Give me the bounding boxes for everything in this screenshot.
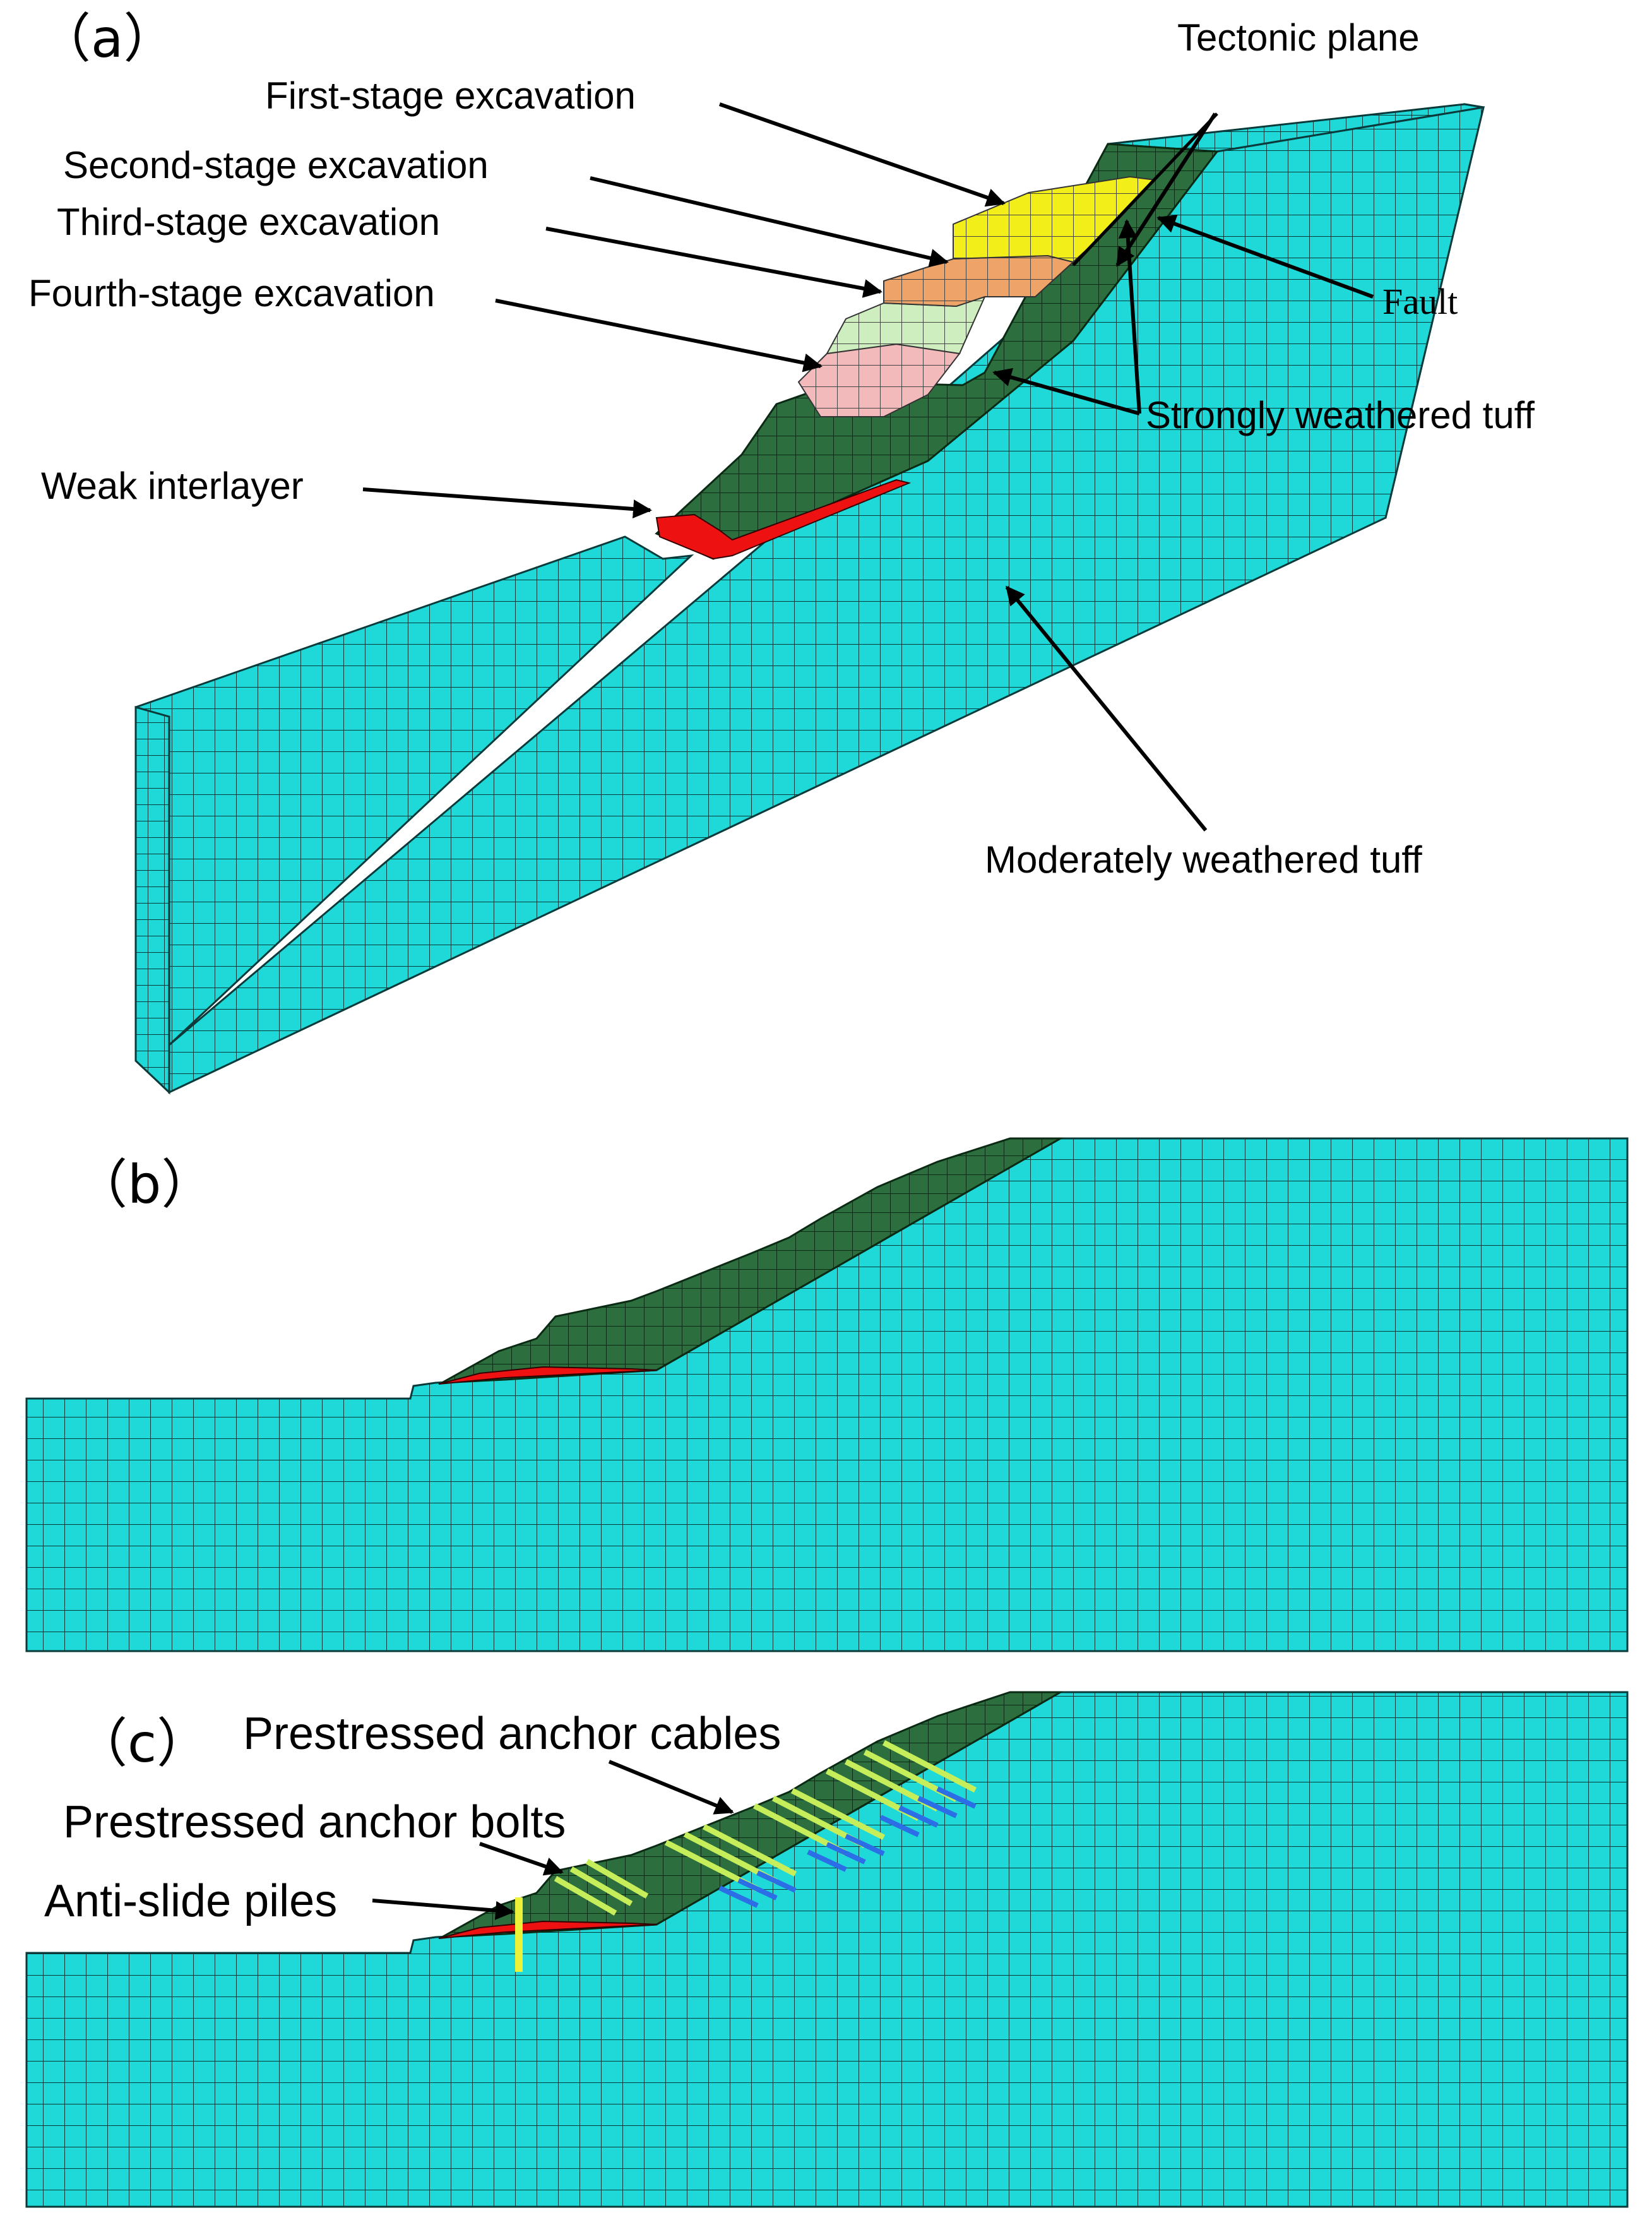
arrow-fourth-stage — [495, 299, 823, 373]
arrow-anti-slide-piles — [372, 1899, 514, 1920]
anchor-ends-group — [718, 1786, 977, 1908]
arrow-strongly-weathered-1 — [1118, 219, 1141, 414]
weak-interlayer-3d — [655, 479, 912, 560]
label-tectonic-plane: Tectonic plane — [1177, 16, 1420, 59]
arrow-second-stage — [590, 176, 949, 268]
panel-c: （c） Prestressed anchor cables Prestresse… — [25, 1691, 1629, 2208]
arrow-fault — [1156, 215, 1374, 299]
anchor-end — [845, 1834, 885, 1856]
anchor-bolt — [585, 1859, 649, 1899]
label-anchor-bolts: Prestressed anchor bolts — [63, 1797, 566, 1847]
anchor-end — [898, 1805, 939, 1828]
anchor-end — [826, 1842, 866, 1865]
moderately-weathered-tuff-3d — [168, 106, 1485, 1094]
label-strongly-weathered-tuff: Strongly weathered tuff — [1146, 394, 1535, 436]
anchor-end — [807, 1849, 847, 1872]
arrow-third-stage — [545, 227, 882, 298]
low-terrain-end-face — [134, 706, 170, 1095]
anchor-bolt — [554, 1876, 617, 1916]
anchor-cable — [882, 1740, 977, 1793]
arrow-tectonic-plane — [1115, 112, 1217, 267]
anchor-end — [737, 1878, 778, 1901]
panel-b-tag: （b） — [74, 1154, 214, 1215]
anchor-bolts-group — [554, 1859, 649, 1916]
weak-interlayer-2d-b — [438, 1366, 657, 1385]
label-anchor-cables: Prestressed anchor cables — [243, 1709, 781, 1759]
panel-b: （b） — [25, 1137, 1629, 1652]
anchor-end — [879, 1815, 920, 1837]
anchor-end — [756, 1870, 797, 1893]
panel-c-tag: （c） — [74, 1712, 210, 1774]
arrow-first-stage — [719, 102, 1006, 207]
weak-interlayer-2d-c — [438, 1920, 657, 1939]
label-weak-interlayer: Weak interlayer — [41, 465, 304, 507]
anchor-end — [936, 1786, 977, 1809]
arrow-weak-interlayer — [362, 487, 652, 519]
label-third-stage-excavation: Third-stage excavation — [57, 201, 440, 243]
arrow-anchor-cables — [608, 1760, 734, 1815]
tectonic-plane-line — [1072, 112, 1218, 266]
panel-a-tag: （a） — [38, 8, 176, 69]
anchor-cable — [790, 1787, 886, 1841]
anchor-bolt — [569, 1866, 633, 1906]
strongly-weathered-tuff-2d-b — [441, 1137, 1064, 1384]
label-anchor-piles: Anti-slide piles — [44, 1876, 337, 1926]
label-fourth-stage-excavation: Fourth-stage excavation — [28, 272, 435, 314]
arrow-strongly-weathered-2 — [992, 367, 1140, 415]
anchor-cable — [702, 1824, 797, 1877]
arrow-anchor-bolts — [479, 1842, 564, 1876]
label-moderately-weathered-tuff: Moderately weathered tuff — [985, 838, 1422, 881]
label-second-stage-excavation: Second-stage excavation — [63, 144, 489, 186]
anti-slide-pile — [515, 1897, 523, 1972]
panel-a: （a） Tectonic plane First-stage excavatio… — [28, 8, 1535, 1095]
anchor-end — [718, 1885, 759, 1908]
anchor-end — [917, 1796, 958, 1818]
label-first-stage-excavation: First-stage excavation — [265, 75, 636, 117]
label-fault: Fault — [1382, 281, 1458, 322]
arrow-moderately-weathered — [1005, 585, 1208, 832]
